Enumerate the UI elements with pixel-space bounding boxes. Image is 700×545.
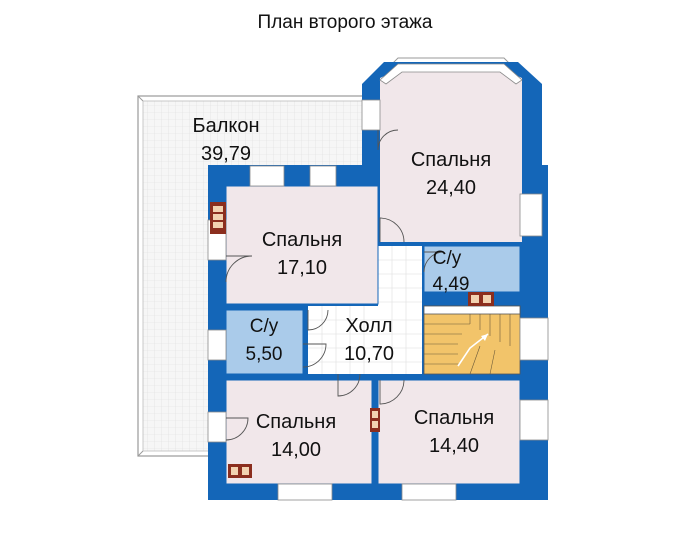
wc-550-floor [226,310,303,374]
wc1-name: С/у [433,248,462,269]
bedroom-1440-floor [378,380,520,484]
bedroom2-name: Спальня [262,229,342,251]
room-labels: Балкон 39,79 Спальня 24,40 Спальня 17,10… [192,115,494,461]
bedroom1-name: Спальня [411,149,491,171]
hall-area: 10,70 [344,343,394,365]
hall-floor [308,246,422,374]
plan-title: План второго этажа [258,12,433,33]
hall-tiles [308,246,422,374]
heater-marks [210,202,494,478]
bedroom4-name: Спальня [414,407,494,429]
staircase [423,305,521,375]
windows [207,63,549,501]
bedroom2-area: 17,10 [277,257,327,279]
wc2-area: 5,50 [246,344,283,365]
hall-name: Холл [345,315,392,337]
wc2-name: С/у [250,316,279,337]
bedroom-24-floor [380,70,522,242]
bedroom4-area: 14,40 [429,435,479,457]
bedroom-17-floor [226,186,378,304]
balcony-area: 39,79 [201,143,251,165]
wc-449-floor [424,246,520,292]
bedroom1-area: 24,40 [426,177,476,199]
wc1-area: 4,49 [433,274,470,295]
doors [225,129,445,441]
bedroom3-area: 14,00 [271,439,321,461]
bedroom3-name: Спальня [256,411,336,433]
balcony-name: Балкон [192,115,259,137]
